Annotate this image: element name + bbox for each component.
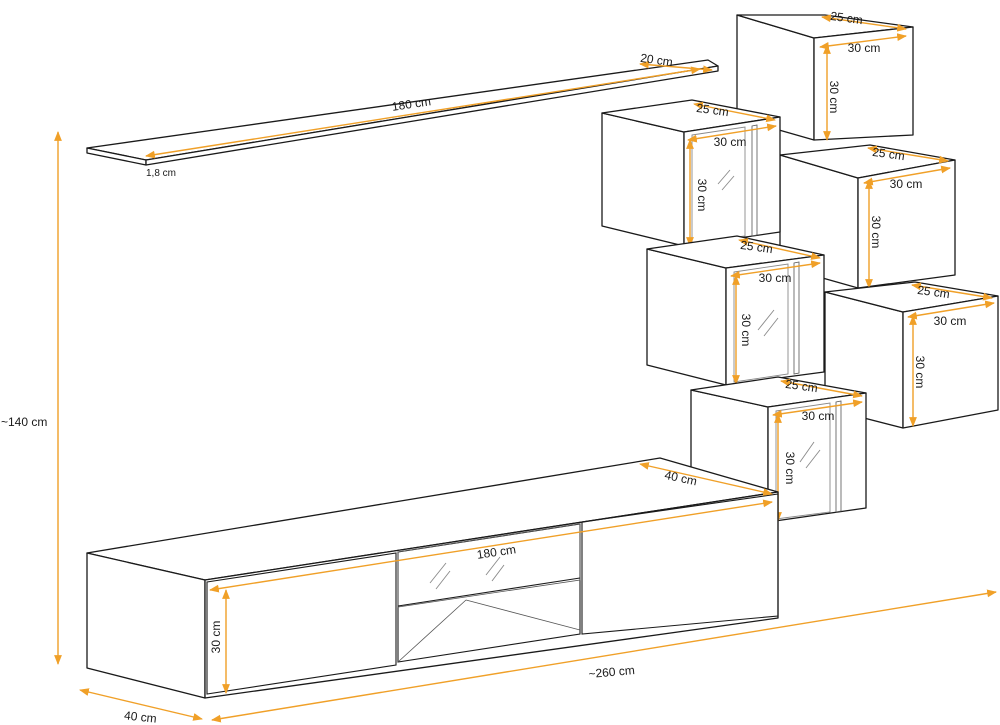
cube-glass-3-depth-label: 25 cm (784, 377, 818, 395)
cube-top-right-depth-line (821, 14, 907, 32)
cube-glass-3-height-label: 30 cm (783, 452, 797, 485)
cube-right-3-depth-label: 25 cm (916, 283, 950, 301)
overall-height-label: ~140 cm (1, 415, 47, 429)
cube-glass-2-width-line (730, 260, 821, 279)
tv-board-height-label: 30 cm (209, 621, 223, 654)
cube-glass-1-depth-label: 25 cm (695, 101, 729, 119)
cube-right-2-depth-label: 25 cm (871, 145, 905, 163)
tv-board-length-line (209, 499, 773, 593)
cube-glass-1-width-label: 30 cm (714, 135, 747, 149)
shelf-thickness-label: 1,8 cm (146, 168, 176, 179)
cube-glass-1-height-label: 30 cm (695, 179, 709, 212)
cube-right-2-depth-line (867, 145, 949, 164)
tv-board-depth-line (639, 462, 773, 496)
cube-glass-1-depth-line (693, 101, 776, 123)
cube-right-2: 25 cm 30 cm 30 cm (779, 144, 956, 289)
cube-right-3-width-line (907, 300, 995, 320)
overall-width-line (211, 589, 997, 723)
shelf-depth-label: 20 cm (639, 51, 673, 69)
shelf-depth-line (639, 60, 713, 74)
cube-glass-2-depth-line (738, 238, 821, 260)
cube-glass-1: 25 cm 30 cm 30 cm (601, 99, 781, 247)
cube-right-2-width-label: 30 cm (890, 177, 923, 191)
cube-top-right-width-line (819, 33, 907, 50)
overall-width-label: ~260 cm (588, 663, 635, 681)
cube-glass-2-height-label: 30 cm (739, 314, 753, 347)
tv-board-length-label: 180 cm (476, 542, 517, 562)
wall-shelf: 180 cm 20 cm 1,8 cm (86, 51, 719, 179)
cube-top-right-depth-label: 25 cm (829, 9, 863, 27)
shelf-length-label: 180 cm (391, 94, 432, 114)
cube-glass-1-width-line (687, 123, 777, 143)
cube-right-3-depth-line (911, 282, 993, 301)
overall-dimensions: ~140 cm ~260 cm 40 cm (1, 131, 997, 725)
cube-top-right-height-label: 30 cm (827, 81, 841, 114)
cube-right-3-width-label: 30 cm (934, 314, 967, 328)
cube-right-2-height-label: 30 cm (869, 216, 883, 249)
cube-top-right-width-label: 30 cm (848, 41, 881, 55)
cube-glass-3-depth-line (780, 378, 863, 399)
shelf-length-line (145, 66, 701, 159)
tv-board-depth-label: 40 cm (663, 468, 698, 488)
cube-glass-2-width-label: 30 cm (759, 271, 792, 285)
cube-glass-3-width-line (772, 399, 863, 418)
cube-glass-2-depth-label: 25 cm (739, 238, 773, 256)
cube-right-3-height-label: 30 cm (913, 356, 927, 389)
tv-board: 180 cm 40 cm 30 cm (86, 457, 779, 699)
cube-glass-3-width-label: 30 cm (802, 409, 835, 423)
cube-glass-2: 25 cm 30 cm 30 cm (646, 235, 825, 386)
tv-board-side-depth-line (79, 688, 203, 721)
tv-board-side-depth-label: 40 cm (123, 708, 157, 725)
cube-right-2-width-line (863, 165, 951, 186)
